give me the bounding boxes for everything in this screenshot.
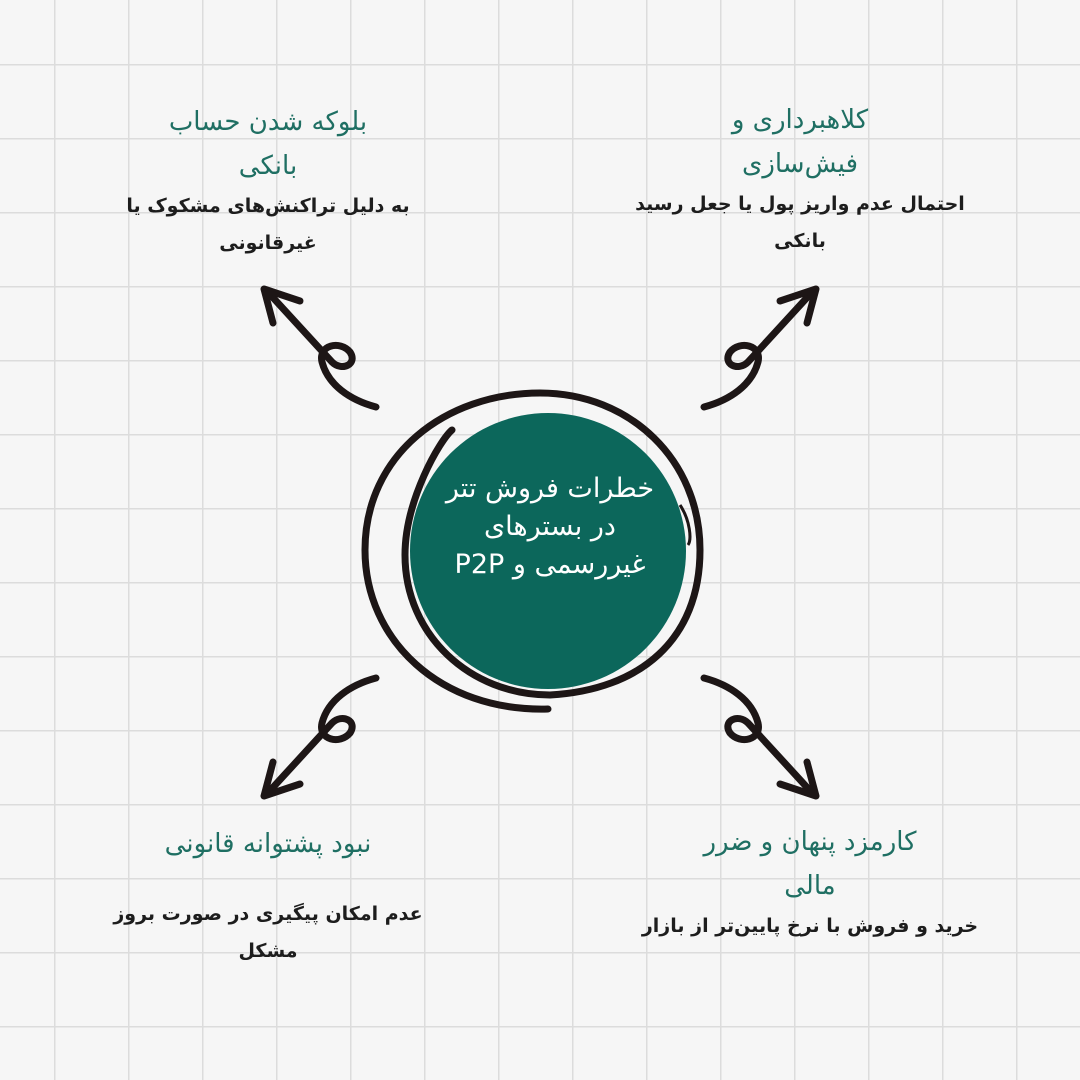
risk-desc: به دلیل تراکنش‌های مشکوک یا [126, 195, 410, 217]
risk-title: کارمزد پنهان و ضرر [703, 827, 917, 857]
center-title: خطرات فروش تتر در بسترهای غیررسمی و P2P [410, 470, 690, 584]
risk-title: بانکی [238, 151, 298, 181]
risk-fraud-block: کلاهبرداری و فیش‌سازی احتمال عدم واریز پ… [610, 98, 990, 260]
risk-legal-block: نبود پشتوانه قانونی عدم امکان پیگیری در … [78, 822, 458, 970]
center-line-1: خطرات فروش تتر [445, 473, 655, 504]
risk-title: فیش‌سازی [741, 149, 859, 179]
risk-desc: بانکی [774, 230, 826, 252]
risk-bank-block: بلوکه شدن حساب بانکی به دلیل تراکنش‌های … [78, 100, 458, 262]
risk-fee-block: کارمزد پنهان و ضرر مالی خرید و فروش با ن… [620, 820, 1000, 945]
risk-title: کلاهبرداری و [731, 105, 869, 135]
risk-desc: خرید و فروش با نرخ پایین‌تر از بازار [641, 915, 979, 937]
risk-title: نبود پشتوانه قانونی [164, 829, 372, 859]
center-ring [361, 389, 704, 713]
arrow-top-right [704, 289, 816, 407]
center-line-2: در بسترهای [484, 511, 616, 542]
center-disk [410, 413, 686, 689]
arrow-bottom-left [264, 678, 376, 796]
risk-desc: مشکل [238, 940, 298, 962]
center-line-3: غیررسمی و P2P [454, 549, 646, 580]
ring-accent [678, 504, 692, 546]
arrow-top-left [264, 289, 376, 407]
risk-desc: عدم امکان پیگیری در صورت بروز [113, 903, 423, 925]
arrow-bottom-right [704, 678, 816, 796]
risk-desc: غیرقانونی [219, 232, 317, 254]
risk-title: مالی [784, 871, 836, 901]
risk-title: بلوکه شدن حساب [168, 107, 368, 137]
risk-desc: احتمال عدم واریز پول یا جعل رسید [635, 193, 965, 215]
